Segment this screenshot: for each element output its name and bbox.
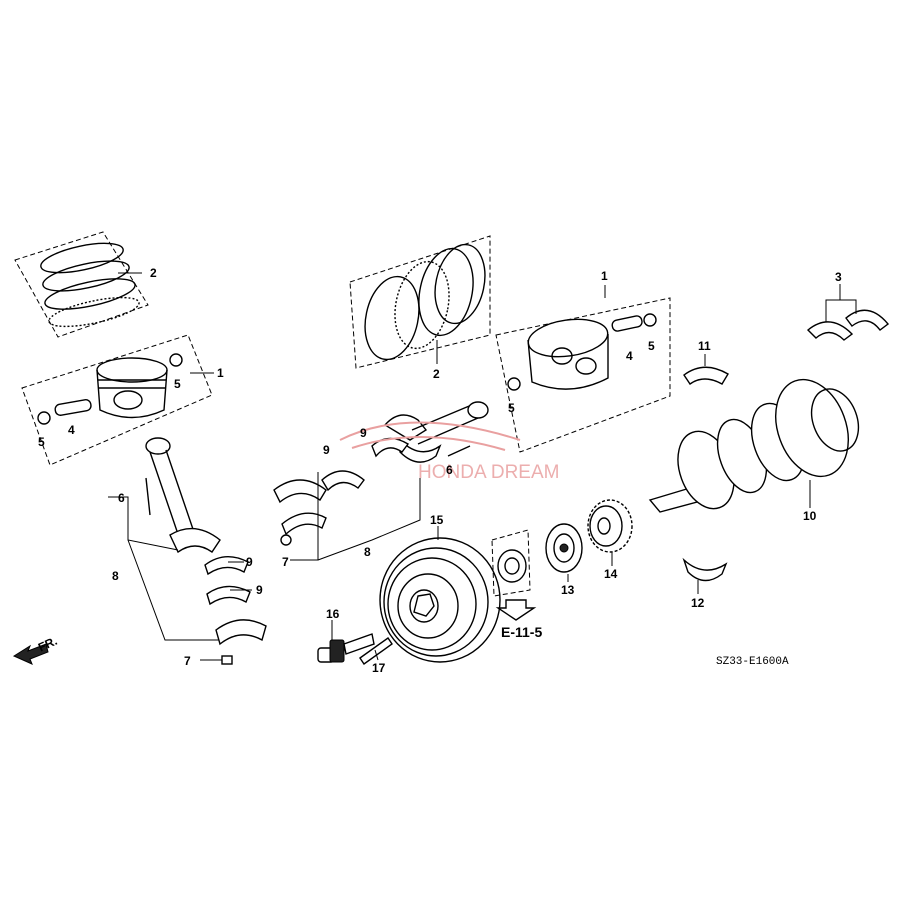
callout-9-left-lower: 9	[256, 583, 263, 597]
callout-12-bearing: 12	[691, 596, 705, 610]
main-bearing-lower[interactable]	[682, 557, 728, 582]
callout-9-center-a: 9	[323, 443, 330, 457]
front-direction-arrow	[12, 643, 49, 665]
reference-arrow[interactable]	[495, 599, 537, 621]
thrust-washers[interactable]	[806, 309, 890, 341]
callout-1-center-piston: 1	[601, 269, 608, 283]
callout-5-left-clip-right: 5	[174, 377, 181, 391]
piston-ring-set-left[interactable]	[14, 231, 149, 338]
callout-9-left-upper: 9	[246, 555, 253, 569]
woodruff-key[interactable]	[359, 637, 393, 665]
callout-7-center-nut: 7	[282, 555, 289, 569]
callout-4-center-pin: 4	[626, 349, 633, 363]
timing-belt-guide[interactable]	[545, 523, 583, 573]
callout-15-pulley: 15	[430, 513, 444, 527]
callout-7-left-nut: 7	[184, 654, 191, 668]
callout-5-center-clip-left: 5	[508, 401, 515, 415]
callout-8-left-rod: 8	[112, 569, 119, 583]
direction-label: FR.	[36, 634, 59, 655]
piston-assembly-center[interactable]	[495, 297, 671, 453]
connecting-rod-center[interactable]	[383, 401, 489, 463]
callout-6-center-bolt: 6	[446, 463, 453, 477]
connecting-rod-left[interactable]	[145, 437, 221, 554]
bearing-shells-center[interactable]	[273, 437, 410, 546]
callout-16-bolt: 16	[326, 607, 340, 621]
callout-10-crank: 10	[803, 509, 817, 523]
piston-assembly-left[interactable]	[21, 334, 213, 466]
callout-8-center-rod: 8	[364, 545, 371, 559]
piston-ring-set-center[interactable]	[349, 235, 492, 369]
watermark: HONDA DREAM	[339, 421, 559, 483]
callout-2-left-rings: 2	[150, 266, 157, 280]
callout-14-sprocket: 14	[604, 567, 618, 581]
crankshaft-pulley[interactable]	[379, 537, 501, 663]
bearing-shells-left[interactable]	[204, 556, 267, 665]
callout-5-center-clip-right: 5	[648, 339, 655, 353]
callout-5-left-clip-left: 5	[38, 435, 45, 449]
pulley-bolt[interactable]	[317, 633, 375, 663]
main-bearing-upper[interactable]	[683, 366, 729, 385]
reference-sprocket[interactable]	[491, 529, 531, 597]
callout-1-left-piston: 1	[217, 366, 224, 380]
callout-3-thrust: 3	[835, 270, 842, 284]
callout-4-left-pin: 4	[68, 423, 75, 437]
diagram-code: SZ33-E1600A	[716, 656, 789, 668]
reference-label[interactable]: E-11-5	[501, 624, 542, 640]
callout-6-left-bolt: 6	[118, 491, 125, 505]
timing-belt-drive-pulley[interactable]	[587, 499, 633, 553]
callout-9-center-b: 9	[360, 426, 367, 440]
callout-11-bearing: 11	[698, 339, 711, 353]
callout-17-key: 17	[372, 661, 386, 675]
callout-13-guide: 13	[561, 583, 575, 597]
watermark-text: HONDA DREAM	[418, 462, 559, 483]
crankshaft[interactable]	[648, 369, 867, 516]
callout-2-center-rings: 2	[433, 367, 440, 381]
